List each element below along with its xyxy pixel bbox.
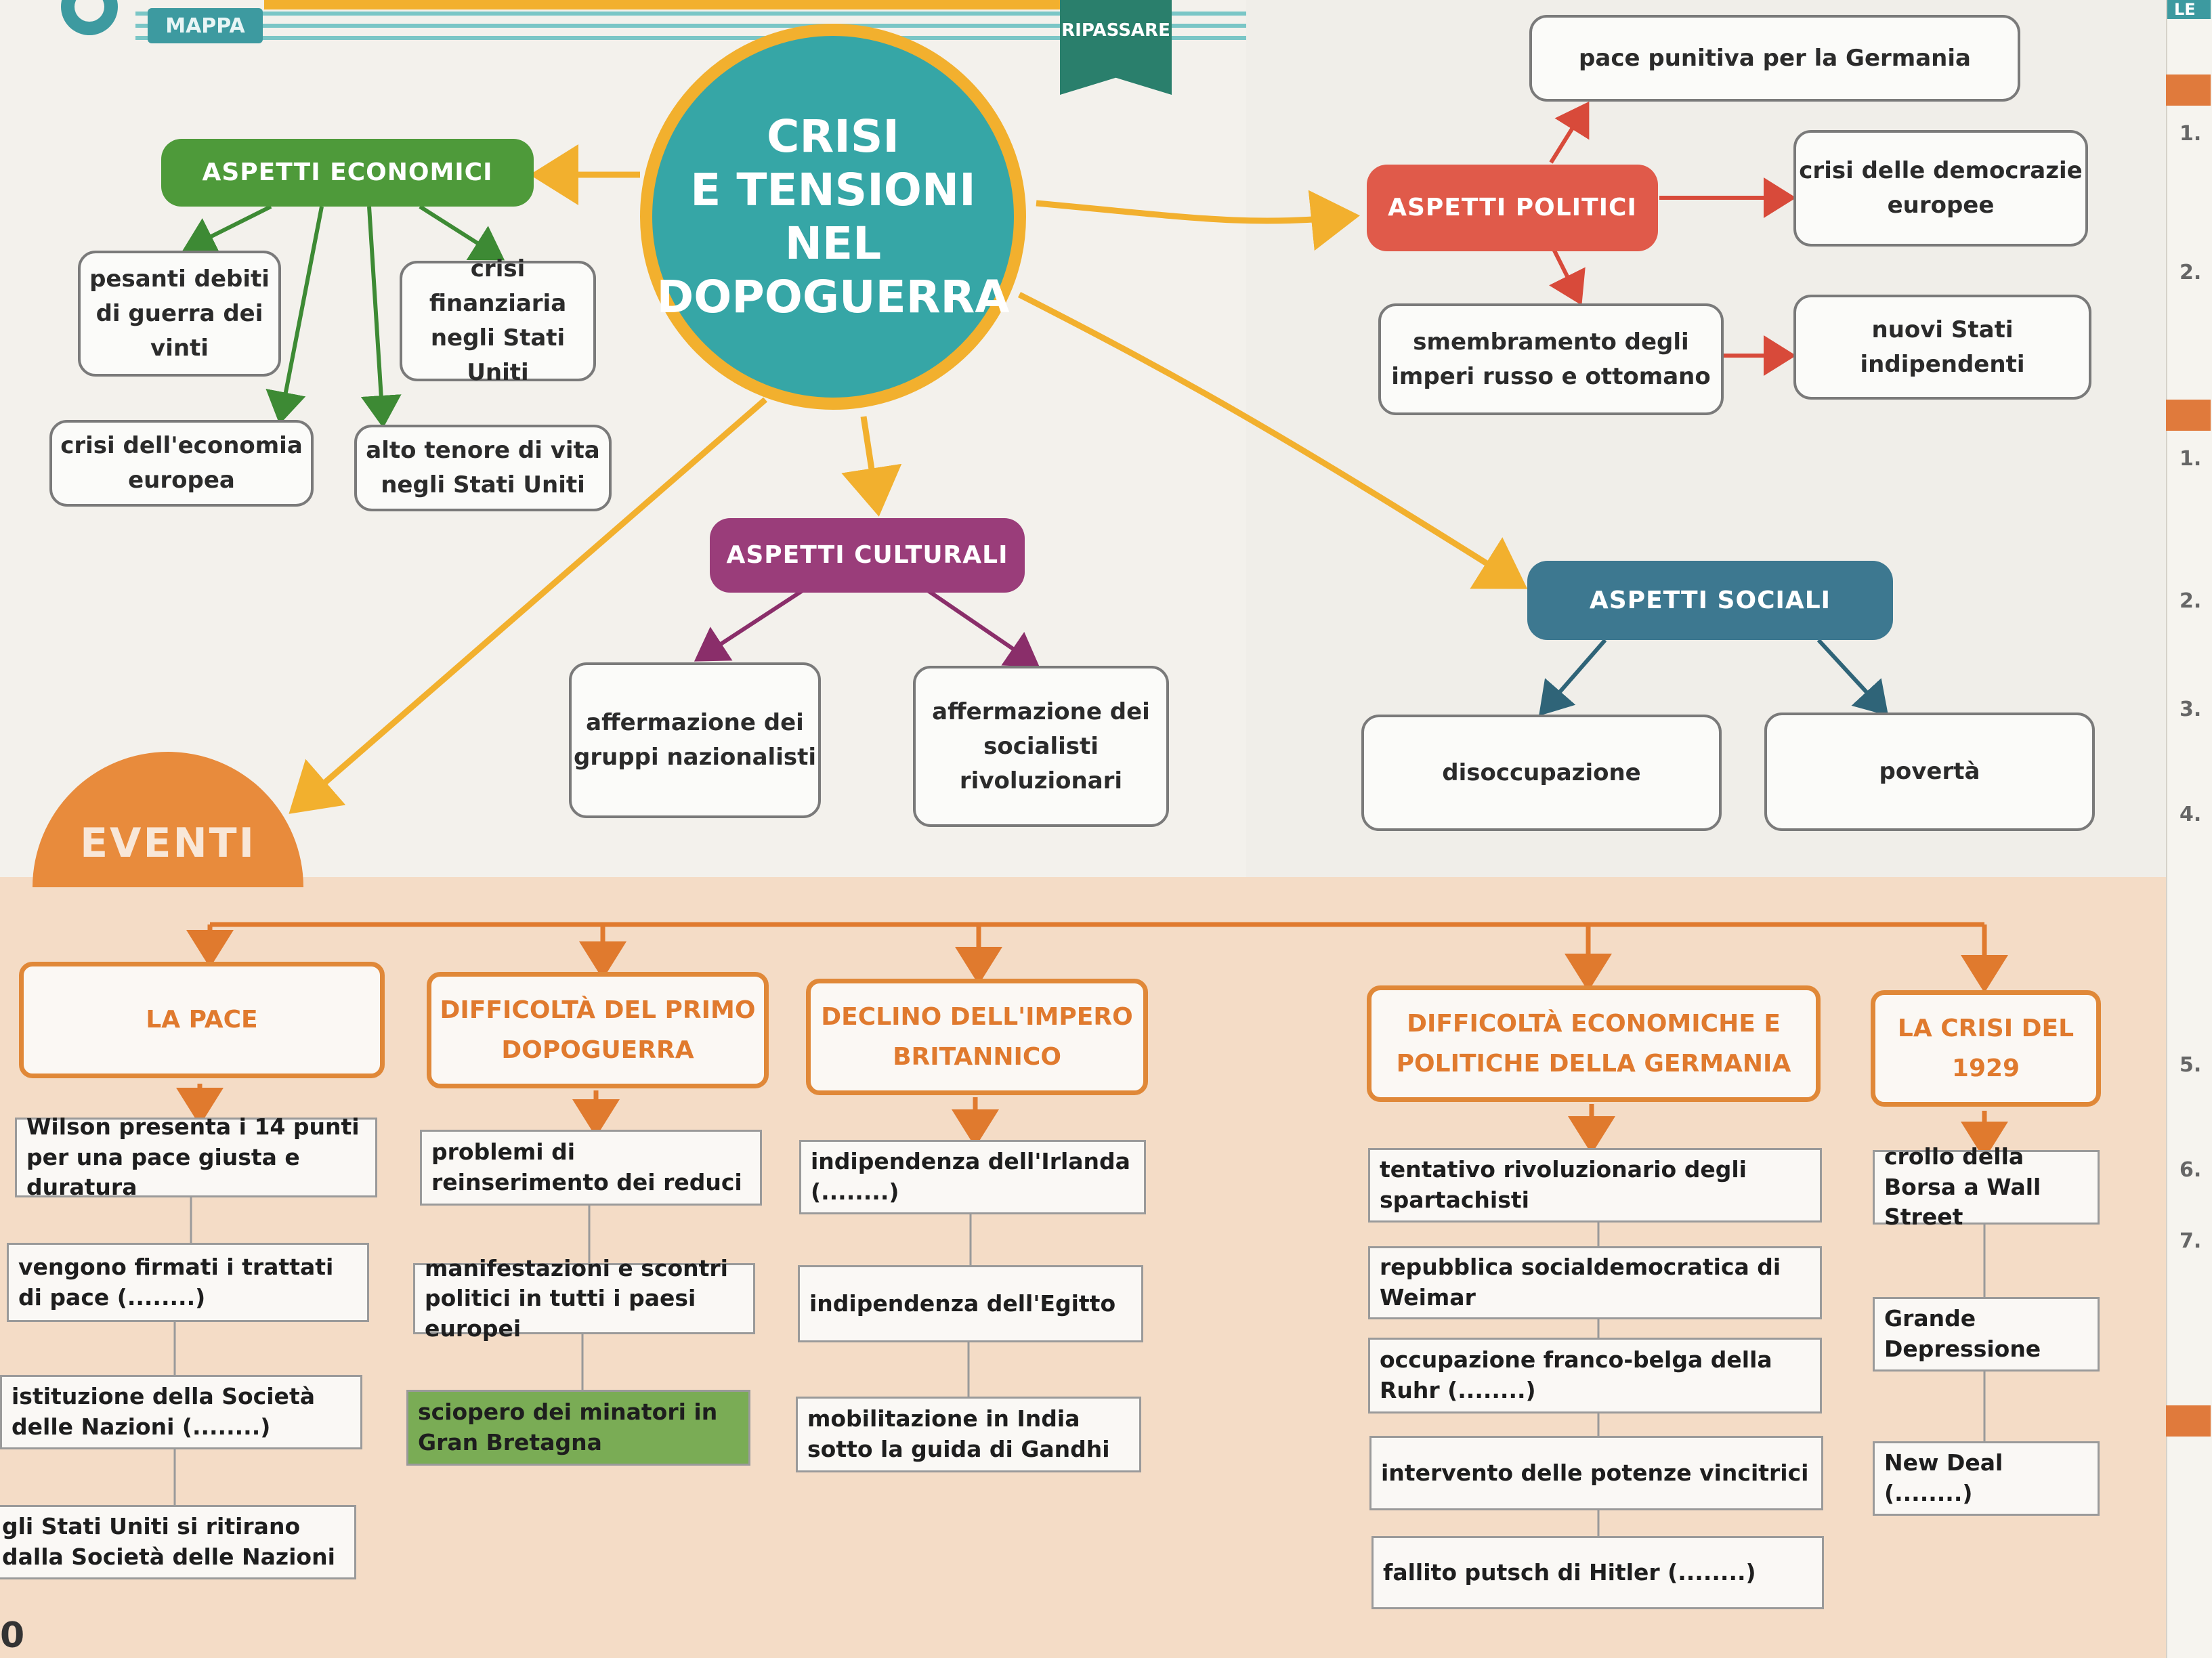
hub-line: DOPOGUERRA [656,271,1010,324]
events-pace-item: istituzione della Società delle Nazioni … [0,1375,362,1449]
events-germania-title: DIFFICOLTÀ ECONOMICHE E POLITICHE DELLA … [1367,985,1821,1102]
edge-number: 3. [2179,698,2202,721]
edge-number: 1. [2179,447,2202,471]
events-declino-item: mobilitazione in India sotto la guida di… [796,1397,1141,1472]
political-title: ASPETTI POLITICI [1367,165,1658,251]
edge-number: 2. [2179,589,2202,613]
edge-number: 1. [2179,122,2202,146]
events-pace-item: gli Stati Uniti si ritirano dalla Societ… [0,1505,356,1579]
political-empires: smembramento degli imperi russo e ottoma… [1378,303,1724,415]
social-unemployment: disoccupazione [1361,715,1722,831]
hub-line: CRISI [767,110,899,163]
edge-strip [2166,400,2211,431]
political-democracy: crisi delle democrazie europee [1793,130,2088,247]
edge-strip [2166,75,2211,106]
hub-line: E TENSIONI [690,163,976,216]
social-poverty: povertà [1764,713,2095,831]
economic-finance: crisi finanziaria negli Stati Uniti [400,255,596,386]
edge-number: 6. [2179,1158,2202,1182]
edge-number: 2. [2179,261,2202,284]
events-germania-item: intervento delle potenze vincitrici [1369,1436,1823,1510]
central-hub: CRISI E TENSIONI NEL DOPOGUERRA [640,24,1026,410]
events-germania-item: repubblica socialdemocratica di Weimar [1368,1246,1822,1319]
events-difficolta-item: manifestazioni e scontri politici in tut… [413,1255,755,1342]
events-germania-item: occupazione franco-belga della Ruhr (...… [1368,1338,1822,1413]
events-pace-item: vengono firmati i trattati di pace (....… [7,1243,369,1322]
economic-debts: pesanti debiti di guerra dei vinti [78,251,281,377]
edge-strip [2166,1405,2211,1437]
edge-number: 7. [2179,1229,2202,1253]
next-page-tab: LE [2167,0,2211,19]
events-declino-title: DECLINO DELL'IMPERO BRITANNICO [806,979,1148,1095]
hub-line: NEL [784,217,882,270]
events-pace-title: LA PACE [19,962,385,1078]
economic-living: alto tenore di vita negli Stati Uniti [354,425,612,511]
political-states: nuovi Stati indipendenti [1793,295,2091,400]
events-pace-item: Wilson presenta i 14 punti per una pace … [15,1113,377,1200]
next-page-edge [2166,0,2212,1658]
events-declino-item: indipendenza dell'Irlanda (........) [799,1140,1146,1214]
page-number: 0 [0,1615,25,1656]
cultural-title: ASPETTI CULTURALI [710,518,1025,593]
events-crisi1929-title: LA CRISI DEL 1929 [1871,990,2101,1107]
economic-europe: crisi dell'economia europea [49,420,314,507]
events-germania-item: fallito putsch di Hitler (........) [1371,1536,1824,1609]
events-difficolta-item: problemi di reinserimento dei reduci [420,1130,762,1206]
mappa-tag: MAPPA [148,8,263,43]
events-germania-item: tentativo rivoluzionario degli spartachi… [1368,1148,1822,1223]
cultural-socialists: affermazione dei socialisti rivoluzionar… [913,666,1169,827]
edge-number: 5. [2179,1053,2202,1077]
events-crisi1929-item: New Deal (........) [1873,1441,2100,1516]
cultural-nationalists: affermazione dei gruppi nazionalisti [569,662,821,818]
social-title: ASPETTI SOCIALI [1527,561,1893,640]
edge-number: 4. [2179,803,2202,826]
economic-title: ASPETTI ECONOMICI [161,139,534,207]
events-crisi1929-item: crollo della Borsa a Wall Street [1873,1143,2100,1230]
events-crisi1929-item: Grande Depressione [1873,1297,2100,1372]
political-peace: pace punitiva per la Germania [1529,15,2020,102]
events-difficolta-title: DIFFICOLTÀ DEL PRIMO DOPOGUERRA [427,972,769,1088]
events-declino-item: indipendenza dell'Egitto [798,1265,1143,1342]
events-difficolta-item: sciopero dei minatori in Gran Bretagna [406,1390,750,1466]
